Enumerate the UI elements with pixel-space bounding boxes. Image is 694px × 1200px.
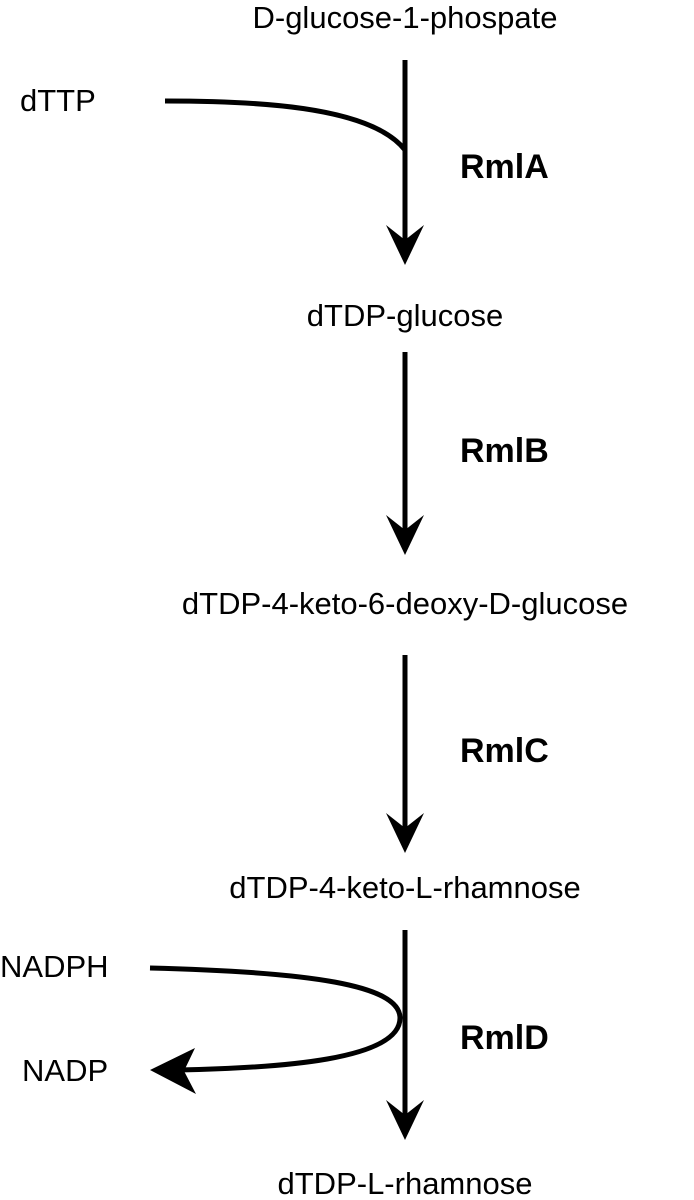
compound-dtdp-4-keto-l-rhamnose: dTDP-4-keto-L-rhamnose — [229, 870, 580, 905]
compound-dtdp-l-rhamnose: dTDP-L-rhamnose — [278, 1166, 533, 1200]
compound-dtdp-glucose: dTDP-glucose — [307, 298, 503, 333]
cofactor-nadp: NADP — [22, 1053, 108, 1088]
compound-dtdp-4-keto-6-deoxy-d-glucose: dTDP-4-keto-6-deoxy-D-glucose — [182, 586, 628, 621]
enzyme-rmlb: RmlB — [460, 432, 549, 470]
nadph-to-nadp-curve — [149, 965, 403, 1094]
reaction-arrow-rmld — [386, 930, 424, 1140]
enzyme-rmla: RmlA — [460, 148, 549, 186]
enzyme-rmld: RmlD — [460, 1019, 549, 1057]
enzyme-rmlc: RmlC — [460, 732, 549, 770]
dttp-input-curve — [164, 98, 407, 152]
reaction-arrow-rmlc — [386, 655, 424, 853]
reaction-arrow-rmlb — [386, 352, 424, 555]
cofactor-nadph: NADPH — [0, 949, 109, 984]
nadp-arrowhead — [150, 1048, 196, 1094]
cofactor-dttp: dTTP — [20, 83, 96, 118]
compound-d-glucose-1-phosphate: D-glucose-1-phospate — [252, 0, 557, 35]
reaction-arrow-rmla — [386, 60, 424, 265]
